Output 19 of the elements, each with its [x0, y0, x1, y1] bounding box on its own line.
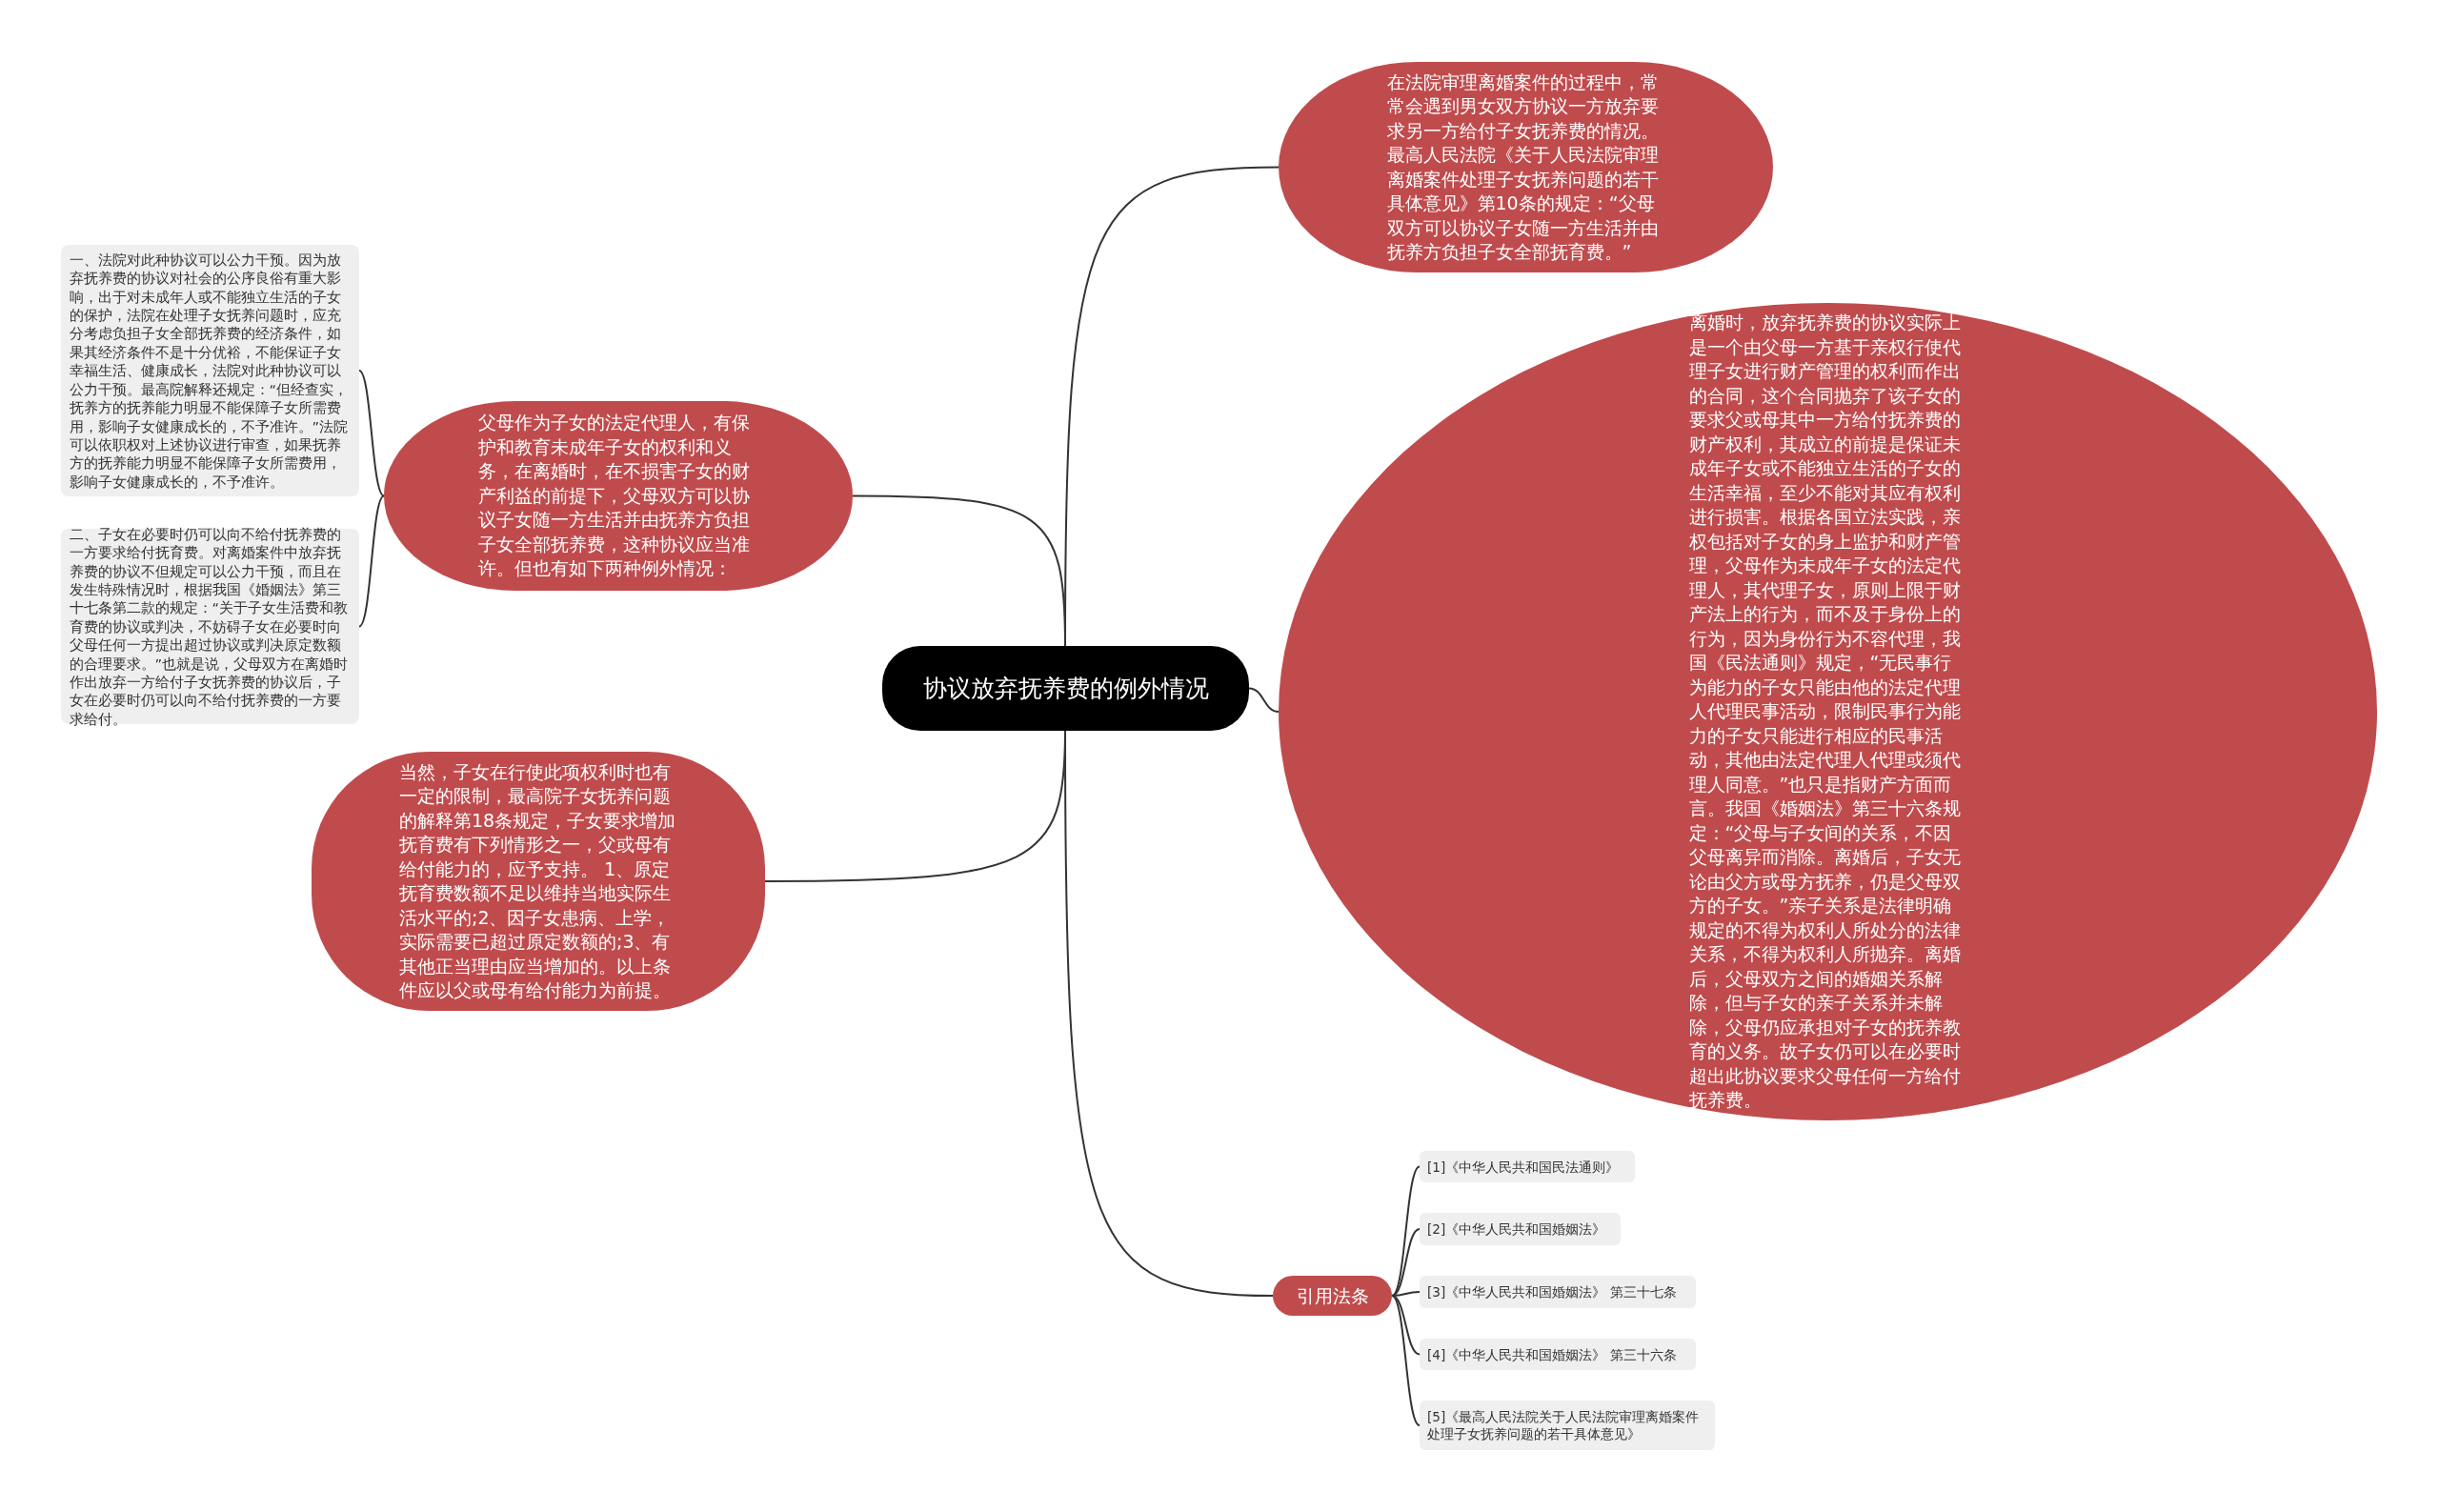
- topic-bubble: 父母作为子女的法定代理人，有保护和教育未成年子女的权利和义务，在离婚时，在不损害子女的财产利益的前提下，父母双方可以协议子女随一方生活并由抚养方负担子女全部抚养费，这种协议应当准许。但也有如下两种例外情况：: [384, 401, 853, 591]
- reference-box: [3]《中华人民共和国婚姻法》 第三十七条: [1420, 1276, 1696, 1308]
- topic-bubble: 在法院审理离婚案件的过程中，常常会遇到男女双方协议一方放弃要求另一方给付子女抚养费的情况。最高人民法院《关于人民法院审理离婚案件处理子女抚养问题的若干具体意见》第10条的规定：“父母双方可以协议子女随一方生活并由抚养方负担子女全部抚育费。”: [1279, 62, 1773, 272]
- reference-box: [2]《中华人民共和国婚姻法》: [1420, 1213, 1621, 1245]
- branch-line: [1248, 687, 1280, 713]
- branch-line: [1391, 1228, 1421, 1297]
- reference-box: [1]《中华人民共和国民法通则》: [1420, 1151, 1635, 1182]
- branch-line: [1391, 1295, 1421, 1426]
- subtopic-pill: 引用法条: [1273, 1276, 1392, 1316]
- topic-ellipse: 离婚时，放弃抚养费的协议实际上是一个由父母一方基于亲权行使代理子女进行财产管理的权利而作出的合同，这个合同抛弃了该子女的要求父或母其中一方给付抚养费的财产权利，其成立的前提是保证未成年子女或不能独立生活的子女的生活幸福，至少不能对其应有权利进行损害。根据各国立法实践，亲权包括对子女的身上监护和财产管理，父母作为未成年子女的法定代理人，其代理子女，原则上限于财产法上的行为，而不及于身份上的行为，因为身份行为不容代理，我国《民法通则》规定，“无民事行为能力的子女只能由他的法定代理人代理民事活动，限制民事行为能力的子女只能进行相应的民事活动，其他由法定代理人代理或须代理人同意。”也只是指财产方面而言。我国《婚姻法》第三十六条规定：“父母与子女间的关系，不因父母离异而消除。离婚后，子女无论由父方或母方抚养，仍是父母双方的子女。”亲子关系是法律明确规定的不得为权利人所处分的法律关系，不得为权利人所抛弃。离婚后，父母双方之间的婚姻关系解除，但与子女的亲子关系并未解除，父母仍应承担对子女的抚养教育的义务。故子女仍可以在必要时超出此协议要求父母任何一方给付抚养费。: [1279, 303, 2377, 1120]
- reference-box: [4]《中华人民共和国婚姻法》 第三十六条: [1420, 1339, 1696, 1370]
- note-box: 一、法院对此种协议可以公力干预。因为放弃抚养费的协议对社会的公序良俗有重大影响，出于对未成年人或不能独立生活的子女的保护，法院在处理子女抚养问题时，应充分考虑负担子女全部抚养费的经济条件，如果其经济条件不是十分优裕，不能保证子女幸福生活、健康成长，法院对此种协议可以公力干预。最高院解释还规定：“但经查实，抚养方的抚养能力明显不能保障子女所需费用，影响子女健康成长的，不予准许。”法院可以依职权对上述协议进行审查，如果抚养方的抚养能力明显不能保障子女所需费用，影响子女健康成长的，不予准许。: [61, 245, 359, 496]
- note-box: 二、子女在必要时仍可以向不给付抚养费的一方要求给付抚育费。对离婚案件中放弃抚养费的协议不但规定可以公力干预，而且在发生特殊情况时，根据我国《婚姻法》第三十七条第二款的规定：“关于子女生活费和教育费的协议或判决，不妨碍子女在必要时向父母任何一方提出超过协议或判决原定数额的合理要求。”也就是说，父母双方在离婚时作出放弃一方给付子女抚养费的协议后，子女在必要时仍可以向不给付抚养费的一方要求给付。: [61, 529, 359, 724]
- branch-line: [358, 494, 385, 628]
- branch-line: [358, 370, 385, 497]
- branch-line: [1391, 1165, 1421, 1297]
- central-topic-pill: 协议放弃抚养费的例外情况: [882, 646, 1249, 731]
- reference-box: [5]《最高人民法院关于人民法院审理离婚案件处理子女抚养问题的若干具体意见》: [1420, 1401, 1715, 1450]
- topic-bubble: 当然，子女在行使此项权利时也有一定的限制，最高院子女抚养问题的解释第18条规定，子女要求增加抚育费有下列情形之一，父或母有给付能力的，应予支持。 1、原定抚育费数额不足以维持当地实际生活水平的;2、因子女患病、上学，实际需要已超过原定数额的;3、有其他正当理由应当增加的。以上条件应以父或母有给付能力为前提。: [312, 752, 765, 1011]
